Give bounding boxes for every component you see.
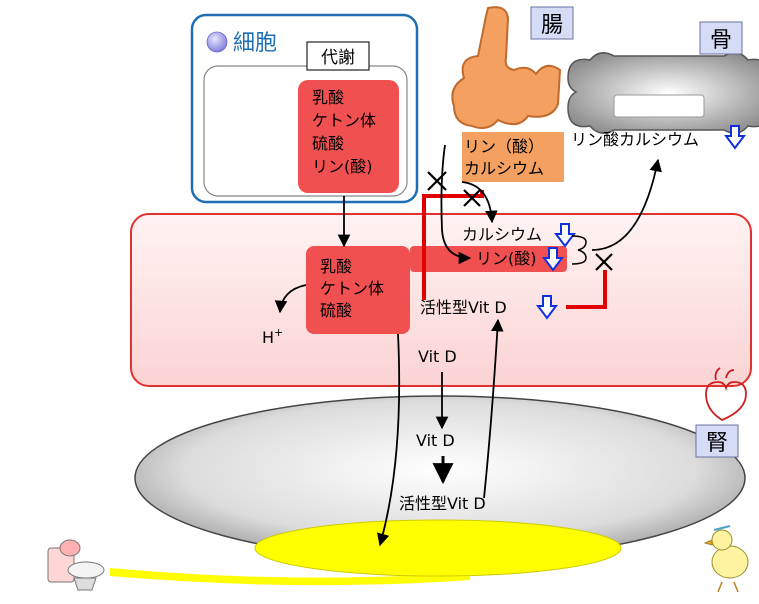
urine-pool	[254, 519, 622, 577]
blood-acid-list: 乳酸 ケトン体 硫酸	[320, 257, 389, 320]
heart-icon	[705, 367, 747, 422]
intestine-absorb-list: リン（酸） カルシウム	[464, 137, 549, 178]
active-vitd-down-arrow	[536, 295, 558, 320]
bone-label-box	[699, 21, 743, 55]
intestine-label-box	[530, 6, 574, 40]
bone-down-arrow	[724, 125, 746, 150]
toilet-icon	[47, 539, 105, 591]
cell-dot-icon	[206, 31, 228, 53]
metabolism-label-box	[306, 41, 370, 71]
chick-icon	[703, 525, 749, 593]
cell-acid-item: 硫酸	[312, 134, 344, 153]
cell-acid-item: ケトン体	[312, 111, 376, 130]
vitd-blood-label: Vit D	[418, 347, 457, 366]
intestine-absorb-item: リン（酸）	[464, 137, 544, 156]
blood-acid-item: ケトン体	[320, 279, 384, 298]
proton-charge: +	[274, 326, 283, 339]
metabolism-label: 代謝	[321, 48, 355, 68]
cell-label: 細胞	[233, 31, 277, 56]
flow-arrows	[274, 144, 662, 547]
intestine-absorb-item: カルシウム	[464, 159, 544, 178]
calcium-label: カルシウム	[462, 225, 542, 244]
bone-deposit-label: リン酸カルシウム	[571, 130, 699, 149]
intestine-label: 腸	[541, 13, 563, 38]
bone-label: 骨	[710, 28, 732, 53]
active-vitd-blood-label: 活性型Vit D	[420, 298, 507, 317]
proton-label: H+	[262, 326, 283, 347]
intestine-illustration	[451, 6, 562, 129]
blood-ion-box	[410, 246, 567, 272]
block-marks	[427, 171, 613, 271]
active-vitd-kidney-label: 活性型Vit D	[399, 494, 486, 513]
bone-illustration	[567, 52, 759, 134]
proton-symbol: H	[262, 328, 274, 347]
urine-stream	[110, 568, 470, 586]
vitd-kidney-label: Vit D	[416, 431, 455, 450]
blood-acid-item: 硫酸	[320, 301, 352, 320]
cell-acid-item: リン(酸)	[312, 157, 373, 176]
kidney-label-box	[695, 424, 739, 458]
calcium-down-arrow	[554, 223, 576, 248]
cell-acid-item: 乳酸	[312, 88, 344, 107]
blood-acid-item: 乳酸	[320, 257, 352, 276]
cell-acid-list: 乳酸 ケトン体 硫酸 リン(酸)	[312, 88, 381, 176]
intestine-absorb-box	[462, 132, 564, 182]
ion-join-brace	[571, 235, 587, 265]
blood-acid-box	[306, 246, 410, 334]
cell-acid-box	[298, 80, 399, 193]
phosphate-label: リン(酸)	[476, 249, 537, 268]
kidney-label: 腎	[706, 431, 728, 456]
phosphate-down-arrow	[542, 247, 564, 272]
bone-inner-highlight	[613, 94, 705, 118]
